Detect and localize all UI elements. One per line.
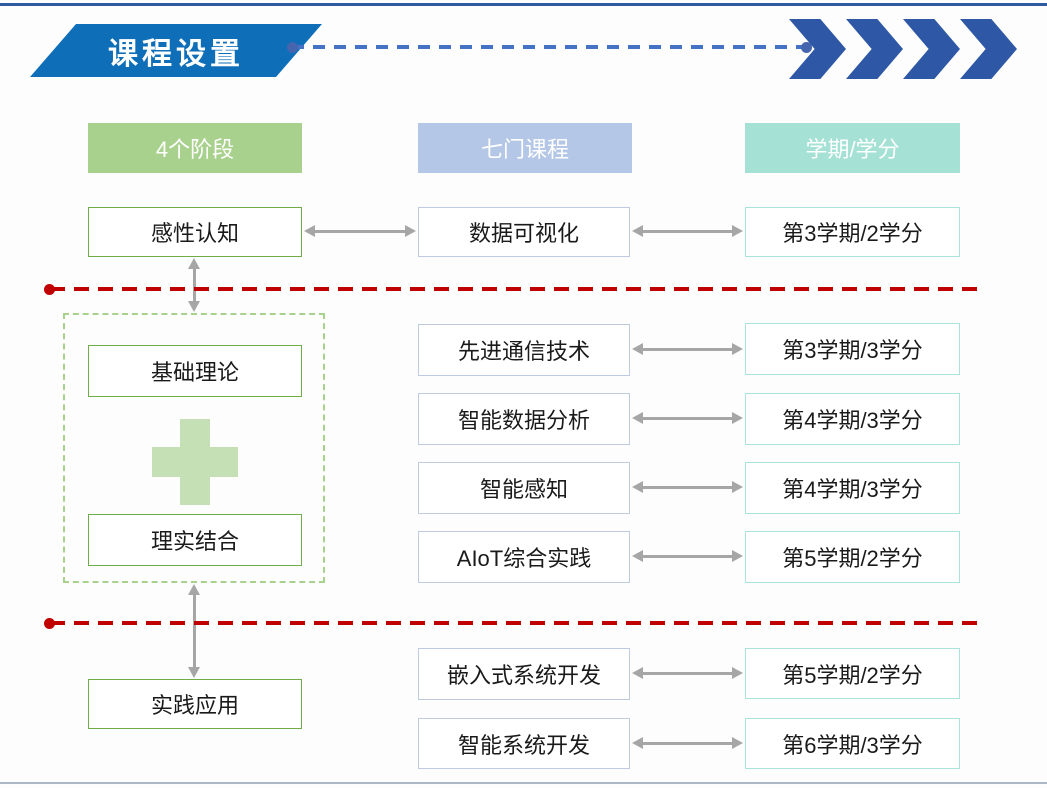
arrow-course-to-credit-row7: [632, 737, 743, 749]
divider-dot-top: [44, 284, 55, 295]
stage-group-dashed-container: [63, 313, 325, 583]
course-box: 智能感知: [418, 462, 630, 514]
column-header-stages: 4个阶段: [88, 123, 302, 173]
credit-box: 第3学期/2学分: [745, 207, 960, 257]
column-header-courses: 七门课程: [418, 123, 632, 173]
stage-box-integration: 理实结合: [88, 514, 302, 566]
chevron-right-icon: [960, 19, 1017, 79]
credit-box: 第3学期/3学分: [745, 323, 960, 375]
credits-header-label: 学期/学分: [805, 137, 900, 162]
course-box: 智能数据分析: [418, 393, 630, 445]
course-box: 先进通信技术: [418, 324, 630, 376]
arrow-course-to-credit-row3: [632, 412, 743, 424]
course-box: 嵌入式系统开发: [418, 648, 630, 700]
course-box: 数据可视化: [418, 207, 630, 257]
divider-dot-bottom: [44, 618, 55, 629]
chevron-right-icon: [789, 19, 846, 79]
stage-box-theory: 基础理论: [88, 345, 302, 397]
arrow-course-to-credit-row4: [632, 481, 743, 493]
course-box: AIoT综合实践: [418, 531, 630, 583]
arrow-course-to-credit-row5: [632, 550, 743, 562]
credit-box: 第5学期/2学分: [745, 648, 960, 699]
plus-icon: [152, 419, 238, 505]
divider-dashed-line-top: [50, 287, 985, 291]
arrow-perception-to-theory-group: [188, 258, 200, 312]
credit-box: 第6学期/3学分: [745, 718, 960, 769]
credit-box: 第5学期/2学分: [745, 531, 960, 583]
top-border-line: [0, 3, 1047, 6]
stage-box-perception: 感性认知: [88, 207, 302, 257]
credit-box: 第4学期/3学分: [745, 393, 960, 445]
title-banner: 课程设置: [30, 24, 322, 77]
arrow-course-to-credit-row1: [632, 225, 743, 237]
page-title: 课程设置: [108, 37, 244, 71]
stage-box-practice: 实践应用: [88, 679, 302, 729]
column-header-credits: 学期/学分: [745, 123, 960, 173]
courses-header-label: 七门课程: [480, 137, 569, 162]
arrow-course-to-credit-row6: [632, 667, 743, 679]
connector-dot-left: [287, 42, 298, 53]
stages-header-label: 4个阶段: [155, 137, 235, 162]
title-connector-dashed-line: [292, 45, 812, 49]
divider-dashed-line-bottom: [50, 621, 985, 625]
arrow-stage-to-course-row1: [304, 225, 416, 237]
bottom-border-line: [0, 782, 1047, 784]
chevron-right-icon: [846, 19, 903, 79]
credit-box: 第4学期/3学分: [745, 462, 960, 514]
connector-dot-right: [801, 42, 812, 53]
chevron-right-icon: [903, 19, 960, 79]
arrow-course-to-credit-row2: [632, 343, 743, 355]
arrow-theory-group-to-practice: [188, 584, 200, 678]
course-box: 智能系统开发: [418, 718, 630, 769]
